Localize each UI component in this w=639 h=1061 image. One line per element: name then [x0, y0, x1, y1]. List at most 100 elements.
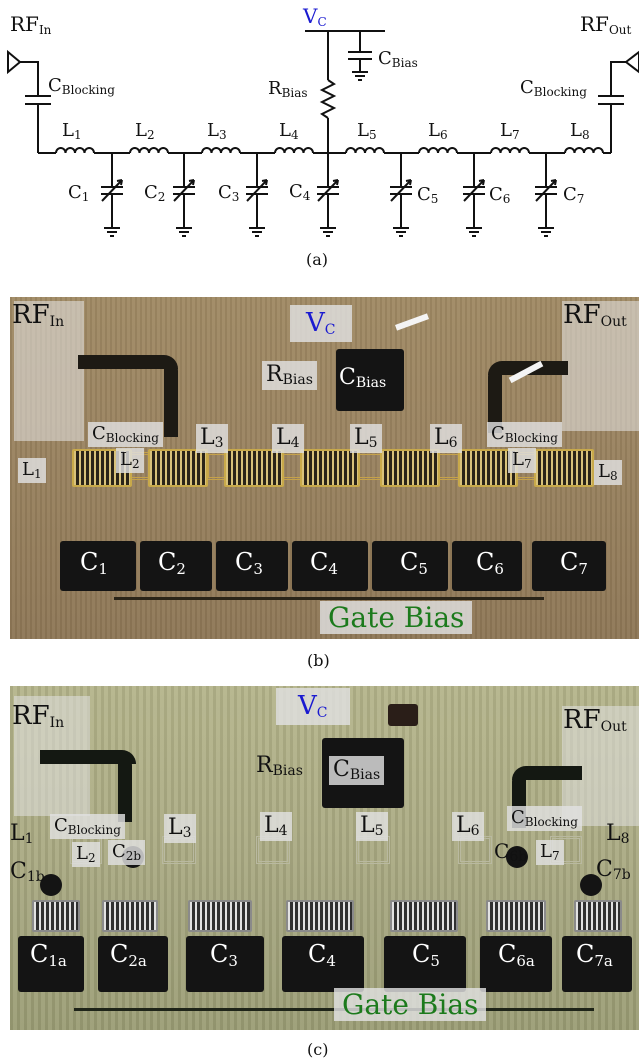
c-l8-label: L8 [606, 821, 630, 847]
c-c7a-label: C7a [576, 940, 613, 970]
c-l6-label: L6 [452, 812, 484, 842]
capacitor-pad [282, 936, 364, 992]
schematic-c6-label: C6 [489, 184, 511, 206]
varactor-fingers [380, 449, 440, 487]
b-l8-label: L8 [594, 460, 622, 486]
vc-bond-wire [394, 313, 430, 331]
capacitor-pad [372, 541, 448, 591]
schematic-rf-out-label: RFOut [580, 12, 632, 37]
varactor-fingers [390, 900, 458, 932]
varactor-fingers [486, 900, 546, 932]
schematic-r-bias-label: RBias [268, 78, 308, 100]
b-c-bias-label: CBias [339, 365, 387, 391]
capacitor-pad [186, 936, 264, 992]
rf-in-trace [78, 355, 178, 369]
c-r-bias-label: RBias [256, 753, 303, 779]
rf-out-trace-bend [488, 363, 502, 433]
circuit-schematic [7, 30, 639, 237]
schematic-l4-label: L4 [279, 120, 299, 142]
b-c5-label: C5 [400, 548, 428, 578]
b-c4-label: C4 [310, 548, 338, 578]
b-r-bias-label: RBias [262, 361, 317, 391]
b-rf-out-label: RFOut [563, 300, 627, 330]
varactor-shunt-7 [535, 153, 557, 237]
schematic-c-bias-label: CBias [378, 48, 418, 70]
capacitor-pad [384, 936, 466, 992]
c-l5-label: L5 [356, 812, 388, 842]
b-l1-label: L1 [18, 458, 46, 484]
b-c7-label: C7 [560, 548, 588, 578]
rf-out-pad-area [562, 301, 639, 431]
b-c-blocking-right-label: CBlocking [487, 422, 562, 448]
schematic-c-blocking-left-label: CBlocking [48, 75, 115, 97]
varactor-fingers [574, 900, 622, 932]
capacitor-pad [140, 541, 212, 591]
c-c4-label: C4 [308, 940, 336, 970]
schematic-l7-label: L7 [500, 120, 520, 142]
schematic-c5-label: C5 [417, 184, 439, 206]
varactor-fingers [534, 449, 594, 487]
schematic-l2-label: L2 [135, 120, 155, 142]
c-gate-bias-label: Gate Bias [334, 988, 487, 1021]
c-c5-label: C5 [412, 940, 440, 970]
caption-b: (b) [307, 651, 330, 670]
capacitor-pad [532, 541, 606, 591]
schematic-vc-label: VC [303, 4, 327, 29]
capacitor-pad [292, 541, 368, 591]
varactor-shunt-2 [173, 153, 195, 237]
gate-bias-trace [114, 597, 544, 600]
b-l4-label: L4 [272, 424, 304, 454]
b-rf-in-label: RFIn [12, 300, 65, 330]
caption-a: (a) [306, 250, 329, 269]
capacitor-pad [18, 936, 84, 992]
rf-in-pad-area [14, 301, 84, 441]
c-bias-pad [336, 349, 404, 411]
varactor-shunt-5 [390, 153, 412, 237]
c-c-blocking-right-label: CBlocking [507, 806, 582, 832]
b-l3-label: L3 [196, 424, 228, 454]
schematic-l8-label: L8 [570, 120, 590, 142]
b-c1-label: C1 [80, 548, 108, 578]
c-c1b-label: C1b [10, 859, 45, 885]
schematic-l5-label: L5 [357, 120, 377, 142]
chip-photo-b [10, 297, 639, 639]
c-l4-label: L4 [260, 812, 292, 842]
c-l3-label: L3 [164, 814, 196, 844]
c-c6b-label: C6b [494, 839, 528, 865]
capacitor-pad [562, 936, 632, 992]
c-rf-in-label: RFIn [12, 701, 65, 731]
schematic-l3-label: L3 [207, 120, 227, 142]
varactor-shunt-6 [463, 153, 485, 237]
varactor-fingers [300, 449, 360, 487]
varactor-fingers [224, 449, 284, 487]
varactor-fingers [286, 900, 354, 932]
b-l7-label: L7 [508, 448, 536, 474]
b-l6-label: L6 [430, 424, 462, 454]
small-capacitor-pad [40, 874, 62, 896]
schematic-c4-label: C4 [289, 181, 311, 203]
rf-in-trace [40, 750, 136, 764]
b-c-blocking-left-label: CBlocking [88, 422, 163, 448]
schematic-c1-label: C1 [68, 182, 90, 204]
capacitor-pad [480, 936, 552, 992]
small-capacitor-pad [506, 846, 528, 868]
c-c6a-label: C6a [498, 940, 535, 970]
rf-in-trace-bend [164, 357, 178, 437]
c-l7-label: L7 [536, 840, 564, 866]
c-c-bias-label: CBias [329, 756, 385, 786]
c-c7b-label: C7b [596, 857, 631, 883]
c-c1a-label: C1a [30, 940, 67, 970]
rf-out-trace [512, 766, 582, 780]
varactor-fingers [32, 900, 80, 932]
schematic-c2-label: C2 [144, 182, 166, 204]
c-l2-label: L2 [72, 842, 100, 868]
c-c2a-label: C2a [110, 940, 147, 970]
caption-c: (c) [307, 1040, 329, 1059]
varactor-shunt-1 [101, 153, 123, 237]
c-c2b-label: C2b [108, 840, 146, 866]
varactor-fingers [188, 900, 252, 932]
varactor-shunt-3 [246, 153, 268, 237]
b-l2-label: L2 [116, 448, 144, 474]
rf-in-trace-bend [118, 752, 132, 822]
b-l5-label: L5 [350, 424, 382, 454]
